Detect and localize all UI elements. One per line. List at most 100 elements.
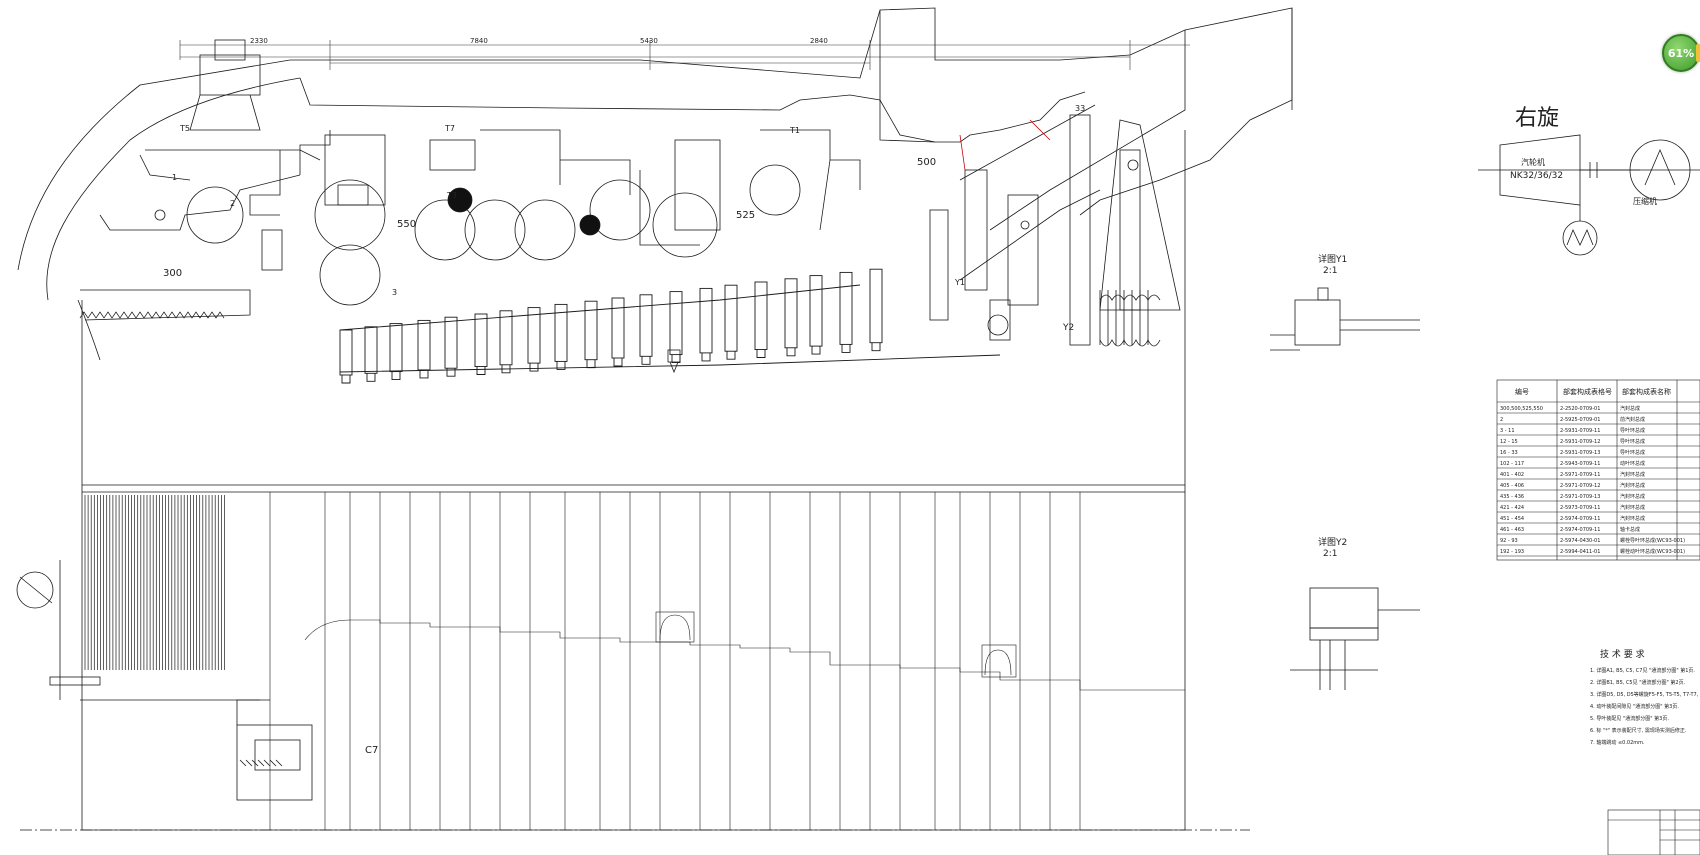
table-cell: 2-5943-0709-11 [1560, 461, 1600, 467]
drawing-labels: 2330 7840 5430 2840 300 550 500 525 33 2… [163, 37, 1700, 756]
blade-root [871, 342, 881, 352]
dim-2: 7840 [470, 37, 488, 45]
table-cell: 401 - 402 [1500, 472, 1524, 478]
label-y2: Y2 [1062, 323, 1074, 333]
label-525: 525 [736, 210, 755, 221]
tech-requirement: 7. 轴端跳动 ≤0.02mm. [1590, 739, 1645, 746]
table-cell: 12 - 15 [1500, 439, 1518, 445]
blade-row [784, 278, 798, 349]
dim-3: 5430 [640, 37, 658, 45]
blade-root [366, 373, 376, 382]
table-header-2: 部套构成表名称 [1622, 387, 1671, 396]
blade-row [669, 291, 683, 356]
label-300: 300 [163, 268, 182, 279]
table-cell: 102 - 117 [1500, 461, 1524, 467]
zoom-indicator[interactable]: 61% [1662, 34, 1700, 72]
blade-root [476, 366, 486, 375]
mid-section-lines [20, 130, 1250, 831]
detail-y1-title: 详图Y1 [1318, 253, 1347, 265]
labyrinth-fins [84, 495, 225, 670]
table-cell: 435 - 436 [1500, 494, 1524, 500]
label-33: 33 [1075, 104, 1085, 113]
table-cell: 汽封环总成 [1620, 493, 1645, 500]
compressor-label: 压缩机 [1633, 196, 1657, 206]
label-t3: T3 [446, 191, 457, 200]
blade-root [726, 351, 736, 360]
tech-requirement: 5. 导叶装配见 "通流部分图" 第3页. [1590, 715, 1669, 722]
label-2: 2 [230, 199, 235, 208]
blade-row [699, 287, 713, 354]
left-casing-detail [16, 39, 321, 609]
zoom-indicator-tab[interactable] [1696, 44, 1700, 62]
label-1: 1 [172, 173, 177, 182]
blade-row [869, 268, 883, 344]
detail-y2 [1290, 587, 1420, 690]
table-cell: 2-5971-0709-11 [1560, 472, 1600, 478]
upper-internals [249, 129, 861, 271]
table-cell: 轴卡总成 [1620, 526, 1640, 533]
blade-root [841, 344, 851, 353]
table-cell: 421 - 424 [1500, 505, 1524, 511]
table-cell: 2-5973-0709-11 [1560, 505, 1600, 511]
detail-y2-scale: 2:1 [1323, 549, 1337, 559]
table-cell: 螺栓动叶环总成(WC93-001) [1620, 548, 1685, 555]
table-cell: 2-5974-0430-01 [1560, 538, 1600, 544]
detail-y1 [1270, 287, 1420, 351]
table-cell: 2-5974-0709-11 [1560, 516, 1600, 522]
machine-schematic [1478, 134, 1700, 256]
label-550: 550 [397, 219, 416, 230]
label-t7: T7 [444, 124, 455, 133]
label-3: 3 [392, 288, 397, 297]
tech-title: 技 术 要 求 [1600, 648, 1645, 660]
blade-root [419, 369, 429, 379]
rotor-circles [186, 164, 801, 306]
blade-row [839, 271, 853, 345]
table-cell: 92 - 93 [1500, 538, 1518, 544]
table-cell: 3 - 11 [1500, 428, 1515, 434]
table-cell: 2-5971-0709-13 [1560, 494, 1600, 500]
table-cell: 461 - 463 [1500, 527, 1524, 533]
dim-1: 2330 [250, 37, 268, 45]
blade-root [391, 371, 401, 381]
label-t1: T1 [789, 126, 800, 135]
table-cell: 前汽封总成 [1620, 416, 1645, 423]
table-cell: 动叶环总成 [1620, 460, 1645, 467]
blade-root [701, 352, 711, 362]
blade-root [586, 359, 596, 369]
blade-root [613, 358, 623, 367]
tech-requirement: 3. 详图D5, D5, D5等螺旋F5-F5, T5-T5, T7-T7, U… [1590, 691, 1700, 698]
detail-y1-scale: 2:1 [1323, 266, 1337, 276]
label-t5: T5 [179, 124, 190, 133]
blade-root [671, 354, 681, 364]
table-cell: 192 - 193 [1500, 549, 1524, 555]
table-cell: 2-5931-0709-12 [1560, 439, 1600, 445]
parts-table-grid [1496, 379, 1700, 561]
blade-root [786, 347, 796, 357]
detail-y2-title: 详图Y2 [1318, 536, 1347, 548]
blade-row [554, 303, 568, 362]
table-cell: 2-5931-0709-13 [1560, 450, 1600, 456]
table-cell: 螺栓导叶环总成(WC93-001) [1620, 537, 1685, 544]
table-cell: 汽封环总成 [1620, 515, 1645, 522]
table-cell: 2-5994-0411-01 [1560, 549, 1600, 555]
blade-root [341, 375, 351, 384]
dimension-lines-top [179, 40, 1190, 70]
blade-row [809, 275, 823, 347]
blade-row [754, 281, 768, 350]
blade-root [446, 368, 456, 377]
tech-requirement: 2. 详图B1, B5, C5见 "通流部分图" 第2页. [1590, 679, 1686, 686]
bottom-note: C7 [365, 745, 378, 756]
table-cell: 2-5931-0709-11 [1560, 428, 1600, 434]
casing-outline [17, 7, 1293, 301]
left-seal-teeth [79, 311, 225, 319]
blade-root [811, 346, 821, 355]
blade-row [474, 313, 488, 367]
turbine-model: NK32/36/32 [1510, 171, 1563, 181]
label-y1: Y1 [954, 278, 965, 287]
lower-detail-marks [667, 299, 1011, 374]
blade-stages [339, 268, 1001, 384]
blade-row [339, 329, 353, 376]
tech-requirement: 4. 动叶装配间隙见 "通流部分图" 第3页. [1590, 703, 1679, 710]
blade-row [364, 326, 378, 374]
blade-root [641, 356, 651, 365]
